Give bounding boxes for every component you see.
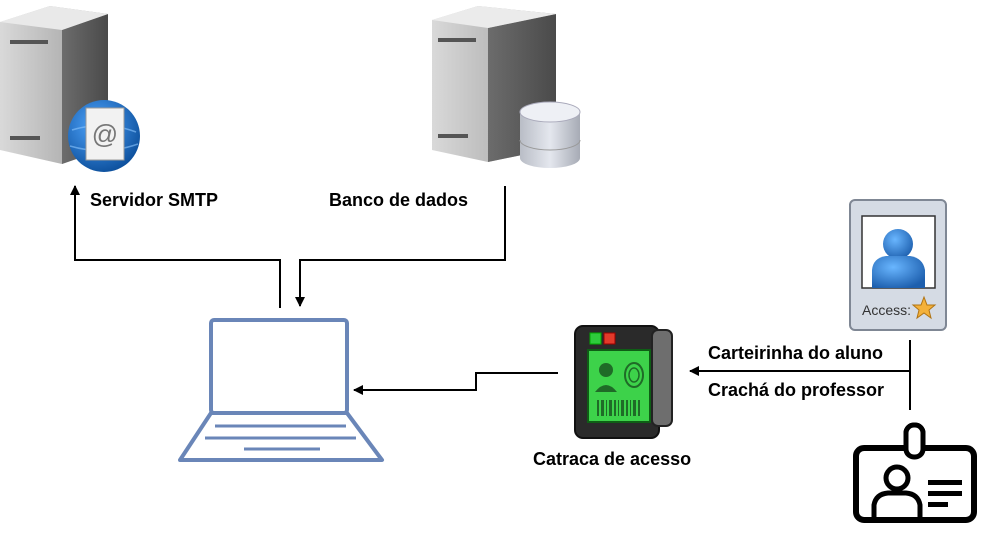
student-card-icon: Access: (849, 199, 947, 331)
database-cylinder-icon (519, 101, 581, 168)
card-access-label: Access: (862, 302, 911, 318)
smtp-server-label: Servidor SMTP (90, 190, 219, 210)
teacher-badge-icon (853, 422, 977, 523)
badge-person-icon (883, 464, 911, 492)
green-led-icon (589, 332, 602, 345)
person-avatar-icon (883, 229, 913, 259)
database-server-icon (432, 6, 581, 168)
turnstile-label: Catraca de acesso (533, 449, 692, 469)
teacher-badge-label: Crachá do professor (708, 380, 885, 400)
turnstile-reader-icon (574, 325, 673, 439)
star-icon (911, 295, 937, 320)
fingerprint-icon (624, 362, 644, 388)
turnstile-to-laptop-arrow (353, 372, 558, 395)
database-to-laptop-arrow (295, 186, 506, 307)
laptop-icon (178, 318, 384, 462)
user-silhouette-icon (599, 363, 613, 377)
smtp-server-icon: @ (0, 6, 140, 172)
email-at-icon: @ (92, 119, 118, 149)
red-led-icon (603, 332, 616, 345)
database-label: Banco de dados (329, 190, 469, 210)
laptop-to-smtp-arrow (70, 185, 281, 308)
barcode-icon (597, 400, 640, 416)
student-card-label: Carteirinha do aluno (708, 343, 884, 363)
